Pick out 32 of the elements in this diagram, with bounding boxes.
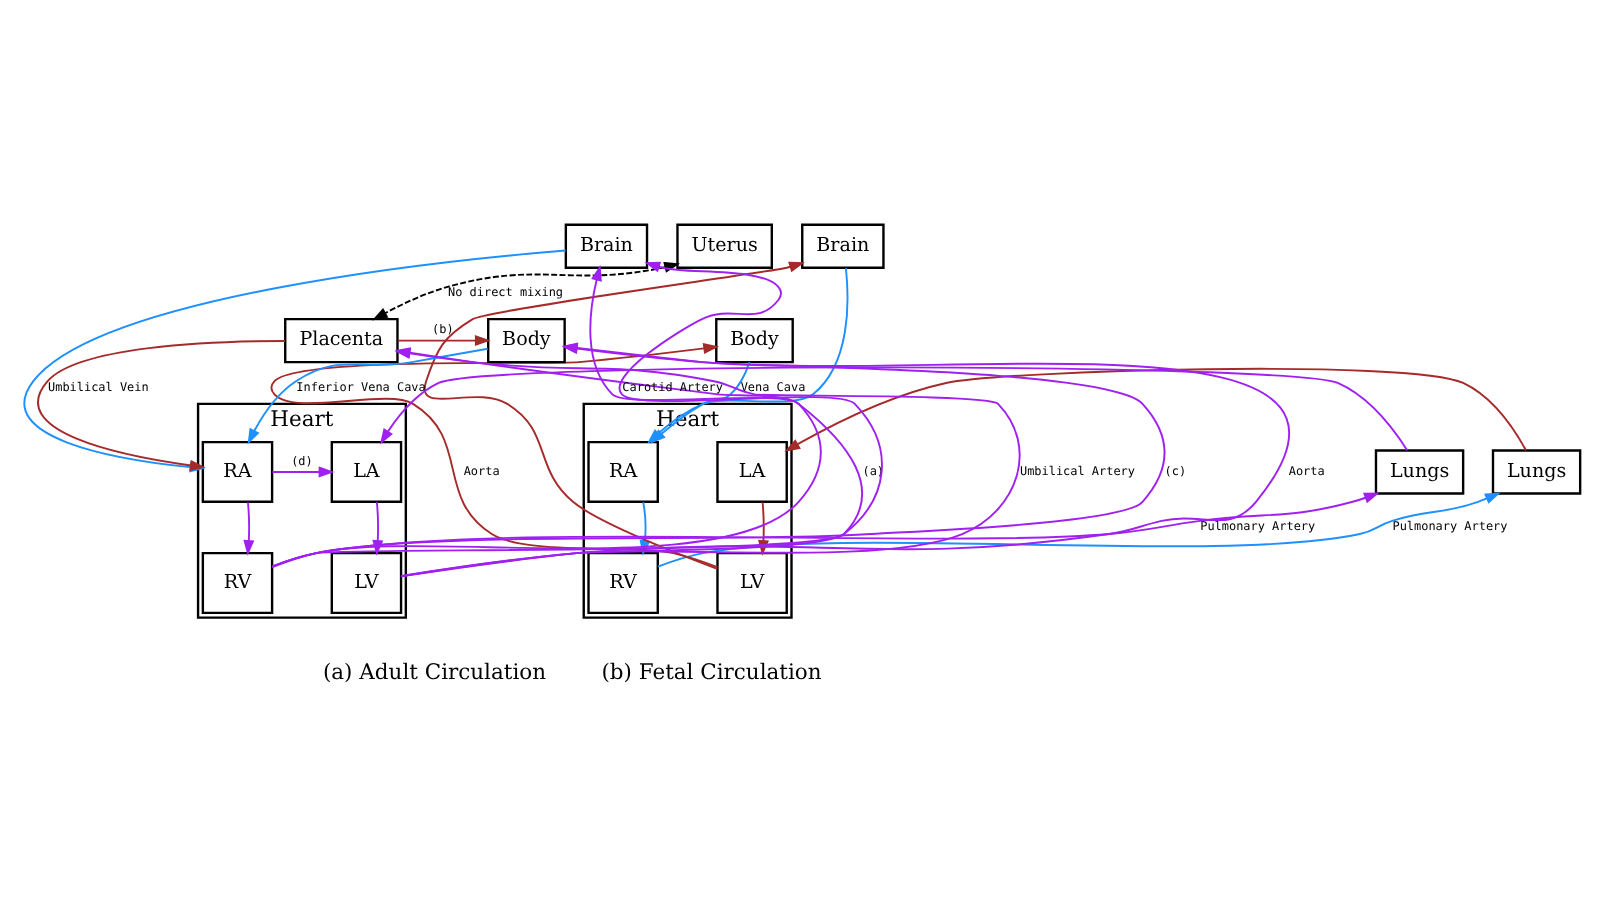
arrow — [271, 265, 822, 569]
node-box: Brain — [564, 223, 649, 269]
label: (b) Fetal Circulation — [601, 658, 822, 685]
arrow — [423, 261, 805, 570]
node-box: Lungs — [1491, 449, 1582, 495]
arrow — [271, 492, 1380, 568]
arrow — [784, 367, 1527, 452]
node-box: Placenta — [284, 317, 399, 364]
node-box: RA — [587, 440, 659, 503]
node-box: RV — [201, 551, 274, 615]
arrow — [271, 466, 335, 478]
node-box: Uterus — [676, 223, 773, 269]
arrow — [656, 492, 1501, 568]
node-box: LA — [330, 440, 403, 503]
arrow — [247, 347, 489, 445]
arrow — [396, 335, 491, 347]
node-box: RA — [201, 440, 274, 503]
node-box: Body — [487, 317, 566, 364]
node-box: Body — [715, 317, 794, 364]
node-box: Brain — [801, 223, 885, 269]
node-box: LV — [716, 551, 788, 615]
arrow — [379, 366, 1409, 452]
node-box: LV — [330, 551, 403, 615]
arrow — [400, 261, 883, 578]
arrow — [243, 501, 255, 556]
label: (a) Adult Circulation — [322, 658, 547, 685]
arrow — [271, 347, 863, 568]
node-box: LA — [716, 440, 788, 503]
node-box: RV — [587, 551, 659, 615]
node-box: Lungs — [1374, 449, 1465, 495]
arrow — [394, 347, 1021, 578]
arrow — [372, 262, 680, 321]
